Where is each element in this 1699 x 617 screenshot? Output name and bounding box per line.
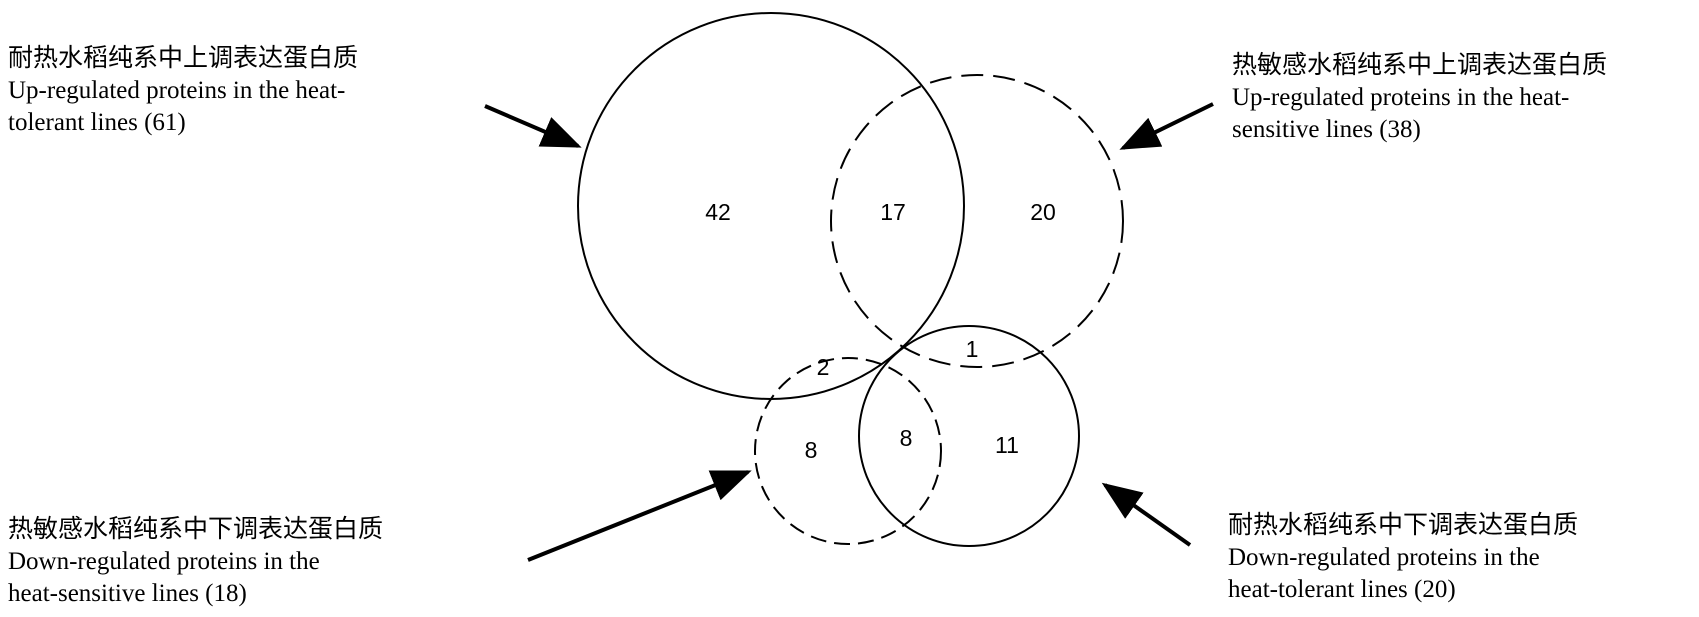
circle-down-regulated-heat-sensitive — [754, 357, 942, 545]
label-en-line2: tolerant lines (61) — [8, 109, 186, 136]
circle-up-regulated-heat-sensitive — [830, 74, 1124, 368]
label-up-regulated-heat-sensitive: 热敏感水稻纯系中上调表达蛋白质 Up-regulated proteins in… — [1232, 50, 1607, 146]
count-down-sensitive-and-down-tolerant: 8 — [900, 425, 913, 451]
label-en-line2: heat-tolerant lines (20) — [1228, 576, 1456, 603]
label-en-line2: sensitive lines (38) — [1232, 116, 1421, 143]
label-en-line1: Up-regulated proteins in the heat- — [8, 77, 346, 104]
label-down-regulated-heat-tolerant: 耐热水稻纯系中下调表达蛋白质 Down-regulated proteins i… — [1228, 510, 1578, 606]
label-en-line2: heat-sensitive lines (18) — [8, 580, 247, 607]
circle-down-regulated-heat-tolerant — [858, 325, 1080, 547]
count-up-tolerant-only: 42 — [705, 199, 731, 225]
count-down-sensitive-only: 8 — [805, 437, 818, 463]
label-zh: 耐热水稻纯系中上调表达蛋白质 — [8, 45, 359, 72]
count-up-sensitive-and-down-tolerant: 1 — [966, 336, 979, 362]
label-en-line1: Down-regulated proteins in the — [8, 548, 320, 575]
label-en-line1: Down-regulated proteins in the — [1228, 544, 1540, 571]
label-en-line1: Up-regulated proteins in the heat- — [1232, 84, 1570, 111]
arrow-down-regulated-heat-tolerant — [1101, 482, 1192, 547]
label-down-regulated-heat-sensitive: 热敏感水稻纯系中下调表达蛋白质 Down-regulated proteins … — [8, 514, 383, 610]
label-up-regulated-heat-tolerant: 耐热水稻纯系中上调表达蛋白质 Up-regulated proteins in … — [8, 43, 358, 139]
label-zh: 热敏感水稻纯系中上调表达蛋白质 — [1232, 52, 1608, 79]
count-up-sensitive-only: 20 — [1030, 199, 1056, 225]
arrow-down-regulated-heat-sensitive — [527, 470, 752, 562]
count-up-tolerant-and-down-sensitive: 2 — [817, 354, 830, 380]
count-up-tolerant-and-up-sensitive: 17 — [880, 199, 906, 225]
count-down-tolerant-only: 11 — [995, 432, 1019, 458]
label-zh: 耐热水稻纯系中下调表达蛋白质 — [1228, 512, 1579, 539]
label-zh: 热敏感水稻纯系中下调表达蛋白质 — [8, 516, 384, 543]
arrow-up-regulated-heat-tolerant — [484, 104, 582, 148]
arrow-up-regulated-heat-sensitive — [1119, 102, 1214, 150]
circle-up-regulated-heat-tolerant — [577, 12, 965, 400]
